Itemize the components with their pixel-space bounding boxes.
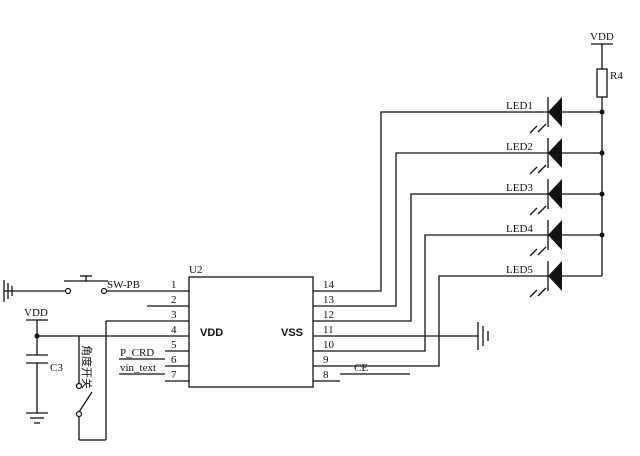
pin-7: 7 <box>171 369 177 381</box>
junction-led4 <box>599 232 605 238</box>
wire-pin9-led5 <box>340 275 548 367</box>
chip-vss-label: VSS <box>281 327 303 339</box>
led-1-label: LED1 <box>506 100 533 112</box>
ce-label: CE <box>354 362 368 374</box>
led-2 <box>529 138 602 175</box>
vdd-top-label: VDD <box>590 31 614 43</box>
led-4 <box>529 220 602 257</box>
pin-14: 14 <box>323 279 335 291</box>
led-1 <box>529 97 602 134</box>
led-5 <box>529 261 602 298</box>
pin-6: 6 <box>171 354 177 366</box>
junction-led2 <box>599 150 605 156</box>
wire-pin10-led4 <box>340 234 548 352</box>
angle-switch <box>75 382 93 418</box>
right-pin-stubs <box>313 290 340 382</box>
vdd-left-label: VDD <box>24 307 48 319</box>
junction-led1 <box>599 109 605 115</box>
sw-pb-label: SW-PB <box>107 279 140 291</box>
junction-led3 <box>599 191 605 197</box>
ground-symbol-right <box>477 322 489 350</box>
pin-11: 11 <box>323 324 334 336</box>
pin-13: 13 <box>323 294 335 306</box>
vin-text-label: vin_text <box>120 362 156 374</box>
led-3-label: LED3 <box>506 182 533 194</box>
c3-label: C3 <box>50 362 63 374</box>
chip-ref: U2 <box>189 264 202 276</box>
led-2-label: LED2 <box>506 141 533 153</box>
pin-5: 5 <box>171 339 177 351</box>
led-5-label: LED5 <box>506 264 533 276</box>
pin-12: 12 <box>323 309 334 321</box>
pin-4: 4 <box>171 324 177 336</box>
left-pin-stubs <box>165 290 189 382</box>
pin-9: 9 <box>323 354 329 366</box>
resistor-r4 <box>596 68 608 98</box>
wire-pin14-led1 <box>340 111 548 292</box>
chip-vdd-label: VDD <box>200 327 223 339</box>
pin-8: 8 <box>323 369 329 381</box>
ground-symbol-c3 <box>26 412 48 424</box>
wire-pin12-led3 <box>340 193 548 322</box>
capacitor-c3 <box>26 354 48 364</box>
wire-pin13-led2 <box>340 152 548 307</box>
push-button-sw-pb <box>64 275 108 295</box>
led-3 <box>529 179 602 216</box>
pin-2: 2 <box>171 294 177 306</box>
p-crd-label: P_CRD <box>120 347 154 359</box>
r4-label: R4 <box>610 70 623 82</box>
pin-10: 10 <box>323 339 335 351</box>
chip-u2-body <box>188 276 314 388</box>
pin-1: 1 <box>171 279 177 291</box>
angle-switch-label: 角度开关 <box>80 345 94 389</box>
pin-3: 3 <box>171 309 177 321</box>
led-4-label: LED4 <box>506 223 533 235</box>
